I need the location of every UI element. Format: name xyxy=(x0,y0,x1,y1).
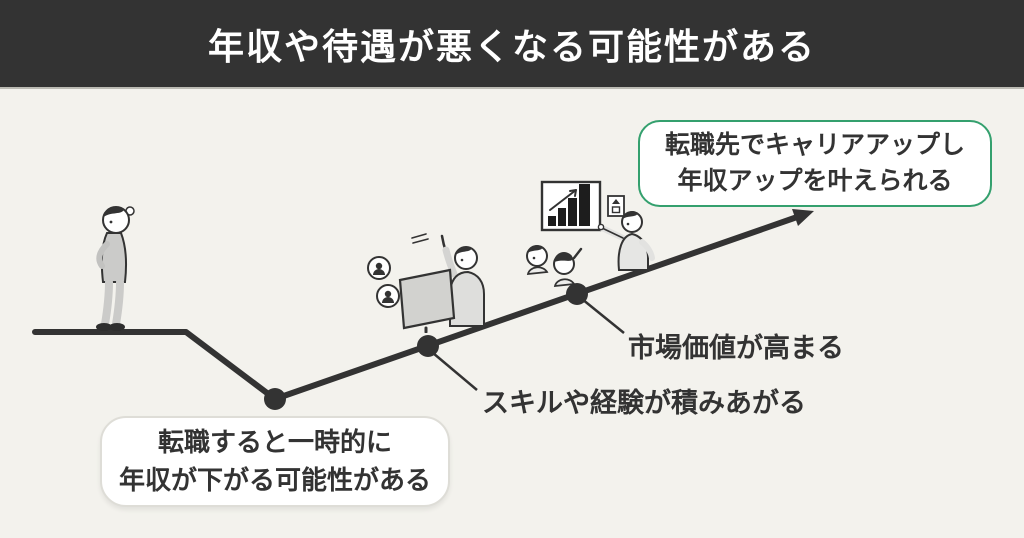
dip-callout-line1: 転職すると一時的に xyxy=(157,426,392,457)
label-skills: スキルや経験が積みあがる xyxy=(482,388,806,418)
online-meeting-illustration xyxy=(367,233,485,333)
milestone-dot-dip xyxy=(264,388,286,410)
header-bar: 年収や待遇が悪くなる可能性がある xyxy=(0,0,1024,89)
confused-person-illustration xyxy=(96,206,135,331)
goal-callout-line2: 年収アップを叶えられる xyxy=(677,166,953,195)
label-connector-market xyxy=(581,298,625,334)
goal-callout-line1: 転職先でキャリアアップし xyxy=(664,131,965,159)
milestone-dot-market xyxy=(566,283,588,305)
goal-callout: 転職先でキャリアアップし 年収アップを叶えられる xyxy=(638,120,992,207)
dip-callout: 転職すると一時的に 年収が下がる可能性がある xyxy=(100,416,450,507)
page-title: 年収や待遇が悪くなる可能性がある xyxy=(207,25,816,67)
trend-line xyxy=(32,213,803,402)
dip-callout-line2: 年収が下がる可能性がある xyxy=(118,464,431,495)
presentation-illustration xyxy=(526,180,655,288)
milestone-dot-skills xyxy=(417,335,439,357)
arrowhead-icon xyxy=(792,209,814,226)
label-market-value: 市場価値が高まる xyxy=(628,333,844,363)
label-connector-skills xyxy=(432,352,478,391)
